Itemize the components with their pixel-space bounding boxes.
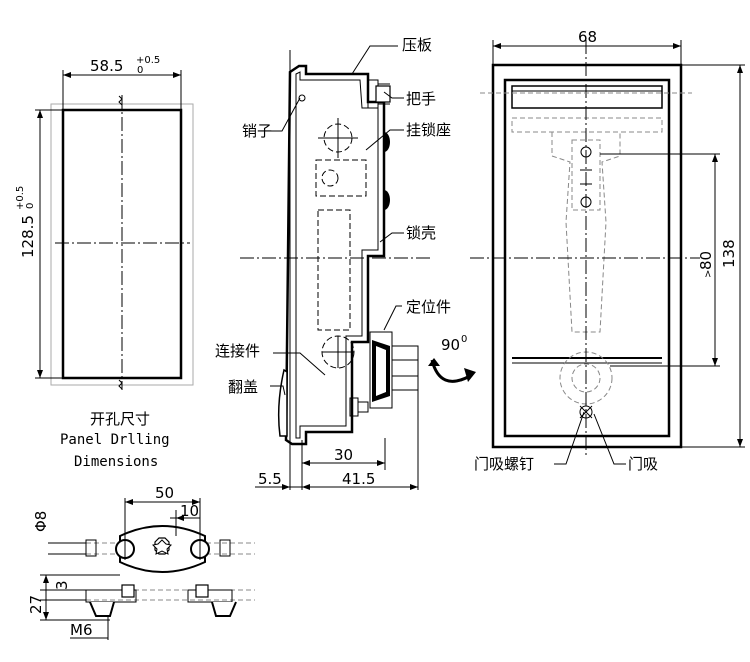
label-door-stop: 门吸 [628,455,658,473]
cutout-width-tol: +0.5 [136,55,160,66]
dim-phi8: Φ8 [32,511,50,532]
label-door-screw: 门吸螺钉 [474,455,534,473]
dim-50: 50 [155,484,174,502]
dim-27: 27 [27,595,45,614]
rotation-angle: 90 [441,336,460,354]
cutout-height-tol-low: 0 [25,203,36,209]
label-handle: 把手 [406,90,436,108]
label-positioner: 定位件 [406,298,451,316]
front-view: 68 138 > 80 门吸螺钉 门吸 [470,28,745,473]
cam-detail-view: 50 10 Φ8 3 27 [27,484,255,640]
cutout-caption-cn: 开孔尺寸 [90,410,150,428]
label-connector: 连接件 [215,342,260,360]
dim-80: 80 [697,251,715,270]
dim-10: 10 [180,502,199,520]
label-flip-cover: 翻盖 [228,378,258,396]
cutout-width-tol-low: 0 [137,65,143,76]
cutout-caption-en-1: Panel Drlling [60,432,170,448]
side-view: 压板 把手 销子 挂锁座 锁壳 定位件 连接件 翻盖 90 0 30 5.5 4… [215,36,476,490]
dim-width-68: 68 [578,28,597,46]
dim-3: 3 [53,580,71,590]
panel-cutout-view: 58.5 +0.5 0 128.5 +0.5 0 开孔尺寸 Panel Drll… [15,55,194,470]
dim-5-5: 5.5 [258,470,282,488]
label-lock-shell: 锁壳 [406,224,436,242]
cutout-width-label: 58.5 [90,57,123,75]
label-pressure-plate: 压板 [402,36,432,54]
rotation-indicator: 90 0 [428,334,476,383]
label-pin: 销子 [242,122,272,140]
dim-height-138: 138 [720,239,738,268]
dim-80-prefix: > [703,270,714,278]
cutout-caption-en-2: Dimensions [74,454,158,470]
dim-41-5: 41.5 [342,470,375,488]
dim-30: 30 [334,446,353,464]
cutout-height-label: 128.5 [19,215,37,258]
cutout-height-tol: +0.5 [15,186,26,210]
dim-m6: M6 [70,621,93,639]
label-lock-seat: 挂锁座 [406,121,451,139]
rotation-degree: 0 [461,334,467,345]
